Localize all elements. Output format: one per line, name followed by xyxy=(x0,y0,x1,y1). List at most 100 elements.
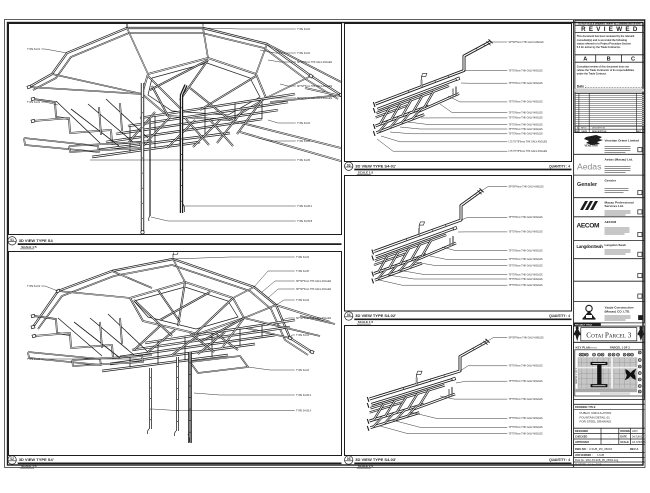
svg-text:-: - xyxy=(609,436,610,439)
svg-text:FOR STEEL DRAWING: FOR STEEL DRAWING xyxy=(580,420,612,424)
svg-text:Services Ltd.: Services Ltd. xyxy=(605,204,624,208)
svg-text:SP*SP*6mm THK GALV ANGLES: SP*SP*6mm THK GALV ANGLES xyxy=(296,288,332,291)
svg-text:TYPE S4-01: TYPE S4-01 xyxy=(27,49,41,51)
svg-text:LWO: LWO xyxy=(632,430,638,433)
svg-text:A: A xyxy=(577,126,579,129)
svg-text:75*75*6mm THK GALV ANGLES: 75*75*6mm THK GALV ANGLES xyxy=(509,69,544,72)
svg-text:AS SHOWN: AS SHOWN xyxy=(632,441,646,444)
svg-text:TYPE S4-03: TYPE S4-03 xyxy=(296,335,310,337)
svg-text:3-SUB: 3-SUB xyxy=(597,454,604,457)
svg-text:L75 75*75*6mm THK GALV ANGLES: L75 75*75*6mm THK GALV ANGLES xyxy=(509,150,548,153)
svg-text:SP*SP*6mm THK GALV ANGLES: SP*SP*6mm THK GALV ANGLES xyxy=(509,186,545,189)
svg-text:KEY PLAN: KEY PLAN xyxy=(576,346,591,350)
svg-text:SP*SP*6mm THK GALV ANGLES: SP*SP*6mm THK GALV ANGLES xyxy=(297,61,333,64)
svg-text:SCALE 1:5: SCALE 1:5 xyxy=(358,170,374,174)
svg-text:QUANTITY : 4: QUANTITY : 4 xyxy=(549,314,570,318)
svg-text:TYPE S4-04: TYPE S4-04 xyxy=(297,141,311,143)
svg-text:INIT: INIT xyxy=(637,131,642,133)
svg-text:SCALE 1:5: SCALE 1:5 xyxy=(21,245,37,249)
svg-text:JOB NUMBER :: JOB NUMBER : xyxy=(575,454,593,457)
svg-text:TYPE S4-03: TYPE S4-03 xyxy=(296,257,310,259)
svg-text:75*75*6mm THK GALV ANGLES: 75*75*6mm THK GALV ANGLES xyxy=(509,278,544,281)
svg-text:AECOM: AECOM xyxy=(577,222,600,229)
svg-text:3-SUB_PD_05004: 3-SUB_PD_05004 xyxy=(589,447,612,451)
svg-text:AECOM: AECOM xyxy=(605,220,617,224)
svg-text:REV: REV xyxy=(576,131,581,133)
svg-text:under the Trade Contract.: under the Trade Contract. xyxy=(577,73,607,76)
svg-text:QUANTITY : 4: QUANTITY : 4 xyxy=(549,458,570,462)
svg-text:TYPE S4-03: TYPE S4-03 xyxy=(297,29,311,31)
svg-text:75*75*6mm THK GALV ANGLES: 75*75*6mm THK GALV ANGLES xyxy=(509,273,544,276)
svg-text:SCALE 1:5: SCALE 1:5 xyxy=(358,464,374,468)
svg-text:3D VIEW TYPE S4-03': 3D VIEW TYPE S4-03' xyxy=(355,457,396,462)
svg-text:(Macau) CO. LTD.: (Macau) CO. LTD. xyxy=(605,309,631,313)
svg-text:SP*SP*6mm THK GALV ANGLES: SP*SP*6mm THK GALV ANGLES xyxy=(509,41,545,44)
svg-text:TYPE S4-05 A: TYPE S4-05 A xyxy=(296,409,311,412)
svg-text:3D VIEW TYPE S4: 3D VIEW TYPE S4 xyxy=(19,238,54,243)
svg-text:3D VIEW TYPE S4': 3D VIEW TYPE S4' xyxy=(19,457,54,462)
svg-text:3D VIEW TYPE S4-02': 3D VIEW TYPE S4-02' xyxy=(355,313,396,318)
svg-text:Date :: Date : xyxy=(577,85,586,89)
svg-text:TYPE S4-05 A: TYPE S4-05 A xyxy=(297,205,312,208)
svg-text:75*75*6mm THK GALV ANGLES: 75*75*6mm THK GALV ANGLES xyxy=(509,231,544,234)
svg-text:Gensler: Gensler xyxy=(577,182,598,188)
svg-text:DWG NO :: DWG NO : xyxy=(575,447,588,451)
svg-text:Consultant review of this: Consultant review of this document does … xyxy=(577,66,629,69)
svg-text:03: 03 xyxy=(347,163,351,167)
svg-text:PARCEL 1 OF 3: PARCEL 1 OF 3 xyxy=(575,367,578,384)
svg-text:Macau Professional: Macau Professional xyxy=(605,201,634,205)
svg-text:05: 05 xyxy=(347,457,351,461)
svg-text:3D VIEW TYPE S4-01': 3D VIEW TYPE S4-01' xyxy=(355,163,396,168)
svg-text:TYPE S4-03: TYPE S4-03 xyxy=(297,53,311,55)
svg-text:75*75*6mm THK GALV ANGLES: 75*75*6mm THK GALV ANGLES xyxy=(509,426,544,429)
svg-text:R E V I E W E D: R E V I E W E D xyxy=(581,26,638,33)
svg-text:C: C xyxy=(631,57,635,63)
svg-text:REV'D: REV'D xyxy=(581,127,587,129)
svg-text:TYPE S4-02: TYPE S4-02 xyxy=(27,286,41,288)
svg-text:SP*SP*6mm THK GALV ANGLES: SP*SP*6mm THK GALV ANGLES xyxy=(296,280,332,283)
svg-text:75*75*6mm THK GALV ANGLES: 75*75*6mm THK GALV ANGLES xyxy=(509,123,544,126)
svg-text:DRAWING TITLE: DRAWING TITLE xyxy=(575,405,596,409)
svg-text:SP*SP*6mm THK GALV ANGLES: SP*SP*6mm THK GALV ANGLES xyxy=(509,337,545,340)
svg-text:SP*SP*6mm THK GALV ANGLES: SP*SP*6mm THK GALV ANGLES xyxy=(297,85,333,88)
svg-text:TYPE S4-04: TYPE S4-04 xyxy=(296,370,310,372)
svg-text:QUANTITY : 4: QUANTITY : 4 xyxy=(549,164,570,168)
svg-text:PARCEL 1 OF 3: PARCEL 1 OF 3 xyxy=(610,346,630,350)
svg-text:TYPE S4-05: TYPE S4-05 xyxy=(296,271,310,273)
svg-text:75*75*6mm THK GALV ANGLES: 75*75*6mm THK GALV ANGLES xyxy=(509,216,544,219)
svg-text:COTAI PARCEL 3: COTAI PARCEL 3 xyxy=(586,331,631,339)
svg-text:PROJECT TITLE: PROJECT TITLE xyxy=(575,325,593,327)
svg-text:75*75*6mm THK GALV ANGLES: 75*75*6mm THK GALV ANGLES xyxy=(509,258,544,261)
svg-text:DESCRIPTION: DESCRIPTION xyxy=(592,131,607,133)
svg-text:SCALE 1:5: SCALE 1:5 xyxy=(358,320,374,324)
svg-text:Venetian Orient Limited: Venetian Orient Limited xyxy=(605,139,640,143)
svg-text:75*75*6mm THK GALV ANGLES: 75*75*6mm THK GALV ANGLES xyxy=(509,265,544,268)
svg-text:75*75*6mm THK GALV ANGLES: 75*75*6mm THK GALV ANGLES xyxy=(509,117,544,120)
svg-text:75*75*6mm THK GALV ANGLES: 75*75*6mm THK GALV ANGLES xyxy=(509,365,544,368)
svg-text:SCALE: SCALE xyxy=(620,441,629,444)
svg-text:REV A: REV A xyxy=(630,447,638,451)
svg-text:75*75*6mm THK GALV ANGLES: 75*75*6mm THK GALV ANGLES xyxy=(509,380,544,383)
svg-text:TYPE S4-05 A: TYPE S4-05 A xyxy=(296,394,311,397)
svg-text:SP*SP*6mm THK GALV ANGLES: SP*SP*6mm THK GALV ANGLES xyxy=(296,317,332,320)
svg-text:DO NOT SCALE DRAWING. VERIFY A: DO NOT SCALE DRAWING. VERIFY ALL DIMENSI… xyxy=(579,22,642,25)
svg-text:CHECKED: CHECKED xyxy=(575,436,588,439)
svg-text:75*75*6mm THK GALV ANGLES: 75*75*6mm THK GALV ANGLES xyxy=(509,249,544,252)
svg-text:TYPE S4-03: TYPE S4-03 xyxy=(296,300,310,302)
svg-text:status referred to in Proj: status referred to in Project Procedure … xyxy=(577,42,632,45)
svg-text:75*75*6mm THK GALV ANGLES: 75*75*6mm THK GALV ANGLES xyxy=(509,417,544,420)
svg-text:TYPE S4-02: TYPE S4-02 xyxy=(27,102,41,104)
svg-text:PUBLIC CIRCULATION: PUBLIC CIRCULATION xyxy=(580,411,612,415)
svg-text:75*75*6mm THK GALV ANGLES: 75*75*6mm THK GALV ANGLES xyxy=(509,433,544,436)
svg-text:04: 04 xyxy=(347,313,351,317)
svg-text:TYPE S4-05: TYPE S4-05 xyxy=(297,160,311,162)
svg-text:DESIGNED: DESIGNED xyxy=(575,430,588,433)
svg-text:01: 01 xyxy=(10,238,14,242)
svg-text:Aedas: Aedas xyxy=(577,162,601,172)
svg-text:Yaujie Construction: Yaujie Construction xyxy=(605,306,634,310)
svg-text:02: 02 xyxy=(10,457,14,461)
svg-text:75*75*6mm THK GALV ANGLES: 75*75*6mm THK GALV ANGLES xyxy=(509,284,544,287)
svg-text:75*75*6mm THK GALV ANGLES: 75*75*6mm THK GALV ANGLES xyxy=(509,398,544,401)
svg-text:75*75*6mm THK GALV ANGLES: 75*75*6mm THK GALV ANGLES xyxy=(509,128,544,131)
svg-text:relieve the Trade Contracto: relieve the Trade Contractor of its resp… xyxy=(577,69,635,72)
